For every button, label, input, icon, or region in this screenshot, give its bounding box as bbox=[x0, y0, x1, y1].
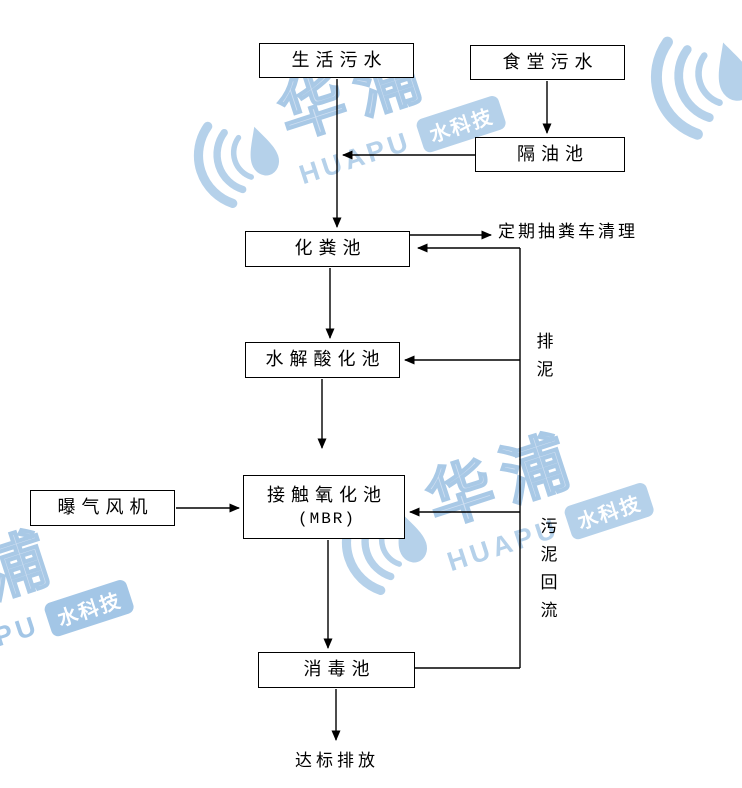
node-label: 接触氧化池 bbox=[267, 485, 387, 506]
label-sludge-return: 污泥回流 bbox=[540, 517, 558, 620]
node-grease-trap: 隔油池 bbox=[475, 137, 625, 172]
label-periodic-cleaning: 定期抽粪车清理 bbox=[498, 222, 638, 241]
node-label: 食堂污水 bbox=[502, 51, 599, 72]
node-septic-tank: 化粪池 bbox=[245, 231, 410, 267]
node-label: 消毒池 bbox=[303, 659, 376, 680]
node-hydrolysis-acidification-tank: 水解酸化池 bbox=[245, 342, 400, 378]
node-label: 生活污水 bbox=[291, 49, 388, 70]
node-aeration-blower: 曝气风机 bbox=[30, 490, 175, 526]
label-final-discharge: 达标排放 bbox=[295, 751, 379, 770]
node-label: 水解酸化池 bbox=[265, 349, 386, 370]
label-sludge-discharge: 排泥 bbox=[536, 332, 554, 379]
node-canteen-sewage: 食堂污水 bbox=[470, 45, 625, 80]
node-disinfection-tank: 消毒池 bbox=[258, 652, 415, 688]
node-label: 隔油池 bbox=[517, 143, 589, 164]
node-domestic-sewage: 生活污水 bbox=[259, 43, 414, 78]
node-contact-oxidation-tank: 接触氧化池 (MBR) bbox=[243, 475, 405, 539]
node-sublabel: (MBR) bbox=[297, 510, 356, 529]
node-label: 化粪池 bbox=[294, 238, 367, 259]
node-label: 曝气风机 bbox=[57, 497, 154, 518]
